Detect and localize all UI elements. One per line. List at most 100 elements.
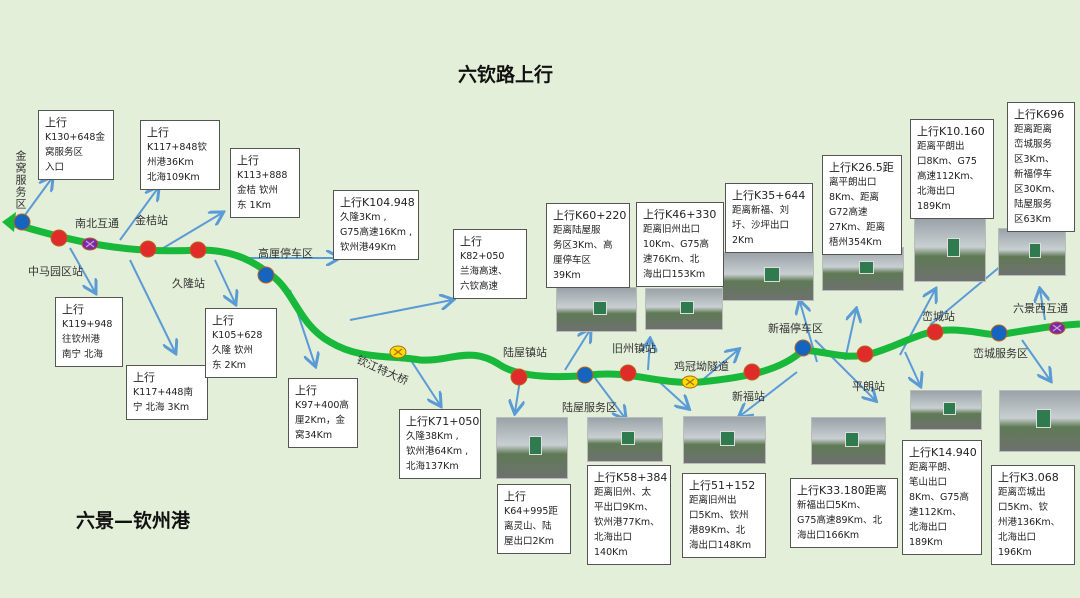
info-line: 上行 — [460, 235, 482, 248]
service-area-marker — [257, 266, 275, 284]
info-line: 196Km — [998, 547, 1032, 558]
info-line: 北海出口 — [917, 186, 956, 197]
info-line: 距离陆屋服 — [553, 225, 601, 236]
place-label-xinfutc: 新福停车区 — [768, 322, 823, 335]
info-line: 上行K33.180距离 — [797, 484, 887, 497]
info-line: K119+948 — [62, 319, 113, 330]
info-line: 离灵山、陆 — [504, 521, 552, 532]
info-line: 上行 — [212, 314, 234, 327]
info-line: 上行K46+330 — [643, 208, 717, 221]
info-line: K117+448南 — [133, 387, 193, 398]
info-line: 上行 — [62, 303, 84, 316]
info-line: 口5Km、钦州 — [689, 510, 749, 521]
info-line: 平出口9Km、 — [594, 502, 654, 513]
place-label-nanbei: 南北互通 — [75, 217, 119, 230]
map-title: 六钦路上行 — [458, 64, 554, 86]
place-label-luancheng: 峦城站 — [922, 310, 955, 323]
info-line: 海出口166Km — [797, 530, 860, 541]
pointer-arrow — [214, 259, 235, 303]
info-line: 往钦州港 — [62, 334, 101, 345]
info-line: 8Km、距离 — [829, 192, 880, 203]
road-sign-photo — [914, 218, 986, 282]
service-area-marker — [13, 213, 31, 231]
place-label-jiguan: 鸡冠坳隧道 — [674, 360, 729, 373]
info-line: 久隆 钦州 — [212, 345, 254, 356]
info-line: K130+648金 — [45, 132, 105, 143]
info-line: 兰海高速、 — [460, 266, 508, 277]
info-line: 上行K3.068 — [998, 471, 1059, 484]
place-label-jiulong: 久隆站 — [172, 277, 205, 290]
pointer-arrow — [69, 247, 95, 292]
station-marker — [139, 240, 157, 258]
service-area-marker — [990, 324, 1008, 342]
place-label-zhongma: 中马园区站 — [28, 265, 83, 278]
info-line: 窝34Km — [295, 430, 333, 441]
info-line: 钦州港64Km , — [406, 446, 469, 457]
info-line: 上行K104.948 — [340, 196, 415, 209]
info-line: 离平朗出口 — [829, 177, 877, 188]
info-line: 入口 — [45, 162, 65, 173]
info-line: 北海出口 — [909, 522, 948, 533]
place-label-gaoli: 高厘停车区 — [258, 247, 313, 260]
info-line: 上行K696 — [1014, 108, 1065, 121]
cross-icon — [1052, 324, 1062, 332]
station-marker — [926, 323, 944, 341]
info-line: 屋出口2Km — [504, 536, 555, 547]
info-line: 距离新福、刘 — [732, 205, 790, 216]
info-line: K82+050 — [460, 251, 505, 262]
info-line: 口5Km、钦 — [998, 502, 1049, 513]
info-line: 速112Km、 — [909, 507, 962, 518]
info-line: 钦州港77Km、 — [594, 517, 660, 528]
info-line: 宁 北海 3Km — [133, 402, 190, 413]
info-line: 10Km、G75高 — [643, 239, 710, 250]
info-line: 上行K10.160 — [917, 125, 985, 138]
info-line: 区30Km、 — [1014, 184, 1061, 195]
place-label-luwufw: 陆屋服务区 — [562, 401, 617, 414]
info-line: 距离平朗、 — [909, 462, 957, 473]
milepost-info-box: 上行 K105+628 久隆 钦州东 2Km — [205, 308, 277, 378]
info-line: K117+848钦 — [147, 142, 207, 153]
info-line: G75高速16Km , — [340, 227, 413, 238]
milepost-info-box: 上行K33.180距离新福出口5Km、G75高速89Km、北海出口166Km — [790, 478, 898, 548]
info-line: 窝服务区 — [45, 147, 84, 158]
info-line: 上行 — [45, 116, 67, 129]
info-line: 钦州港49Km — [340, 242, 397, 253]
info-line: 上行K58+384 — [594, 471, 668, 484]
info-line: 上行K35+644 — [732, 189, 806, 202]
info-line: 上行K14.940 — [909, 446, 977, 459]
info-line: 金桔 钦州 — [237, 185, 279, 196]
place-label-xinfu: 新福站 — [732, 390, 765, 403]
info-line: 距离旧州出 — [689, 495, 737, 506]
pointer-arrow — [844, 310, 856, 361]
route-subtitle: 六景—钦州港 — [76, 510, 191, 532]
station-marker — [510, 368, 528, 386]
cross-icon — [685, 378, 695, 386]
pointer-arrow — [159, 213, 222, 251]
pointer-arrow — [1021, 339, 1050, 380]
info-line: 区63Km — [1014, 214, 1052, 225]
info-line: 六钦高速 — [460, 281, 499, 292]
info-line: G75高速89Km、北 — [797, 515, 883, 526]
info-line: 上行K71+050 — [406, 415, 480, 428]
info-line: 39Km — [553, 270, 581, 281]
info-line: 2Km — [732, 235, 754, 246]
info-line: K105+628 — [212, 330, 263, 341]
milepost-info-box: 上行 K130+648金窝服务区入口 — [38, 110, 114, 180]
info-line: 东 1Km — [237, 200, 272, 211]
road-sign-photo — [722, 252, 814, 301]
info-line: K97+400高 — [295, 400, 349, 411]
info-line: 东 2Km — [212, 360, 247, 371]
info-line: 北海137Km — [406, 461, 459, 472]
station-marker — [50, 229, 68, 247]
road-sign-photo — [910, 390, 982, 430]
info-line: 厘2Km，金 — [295, 415, 346, 426]
station-marker — [189, 241, 207, 259]
